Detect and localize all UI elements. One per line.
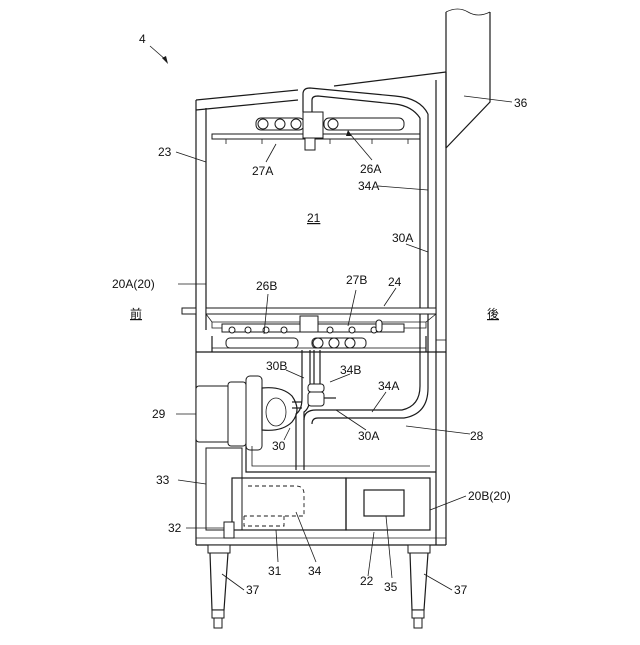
label-27A: 27A: [252, 164, 273, 178]
pipe-32: [224, 522, 234, 538]
label-30: 30: [272, 439, 286, 453]
exhaust-duct: [446, 9, 490, 148]
box-33: [206, 448, 242, 530]
front-ledge: [182, 308, 196, 314]
label-front: 前: [130, 306, 142, 321]
label-28: 28: [470, 429, 484, 443]
label-37-right: 37: [454, 583, 468, 597]
label-32: 32: [168, 521, 182, 535]
label-20A: 20A(20): [112, 277, 155, 291]
label-27B: 27B: [346, 273, 367, 287]
label-37-left: 37: [246, 583, 260, 597]
label-33: 33: [156, 473, 170, 487]
drain-tank-31: [232, 478, 346, 530]
label-26A: 26A: [360, 162, 381, 176]
label-23: 23: [158, 145, 172, 159]
pump-29: [196, 376, 302, 450]
label-31: 31: [268, 564, 282, 578]
label-rear: 後: [487, 307, 499, 321]
label-22: 22: [360, 574, 374, 588]
label-36: 36: [514, 96, 528, 110]
upper-wash-assembly: [212, 88, 428, 150]
tank-22: [346, 478, 430, 530]
label-34A-top: 34A: [358, 179, 379, 193]
label-fig-ref: 4: [139, 32, 146, 46]
leg-right: [408, 545, 430, 628]
label-26B: 26B: [256, 279, 277, 293]
label-34A-mid: 34A: [378, 379, 399, 393]
leg-left: [208, 545, 230, 628]
label-20B: 20B(20): [468, 489, 511, 503]
label-30A-top: 30A: [392, 231, 413, 245]
label-35: 35: [384, 580, 398, 594]
label-34B: 34B: [340, 363, 361, 377]
label-30A-mid: 30A: [358, 429, 379, 443]
label-30B: 30B: [266, 359, 287, 373]
label-24: 24: [388, 275, 402, 289]
label-29: 29: [152, 407, 166, 421]
label-21: 21: [307, 211, 321, 225]
lower-wash-assembly: [212, 316, 426, 352]
wash-pipe-30: [296, 350, 336, 470]
label-34: 34: [308, 564, 322, 578]
